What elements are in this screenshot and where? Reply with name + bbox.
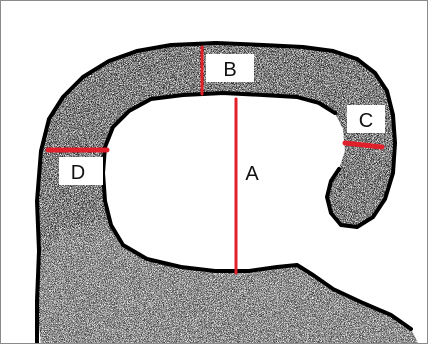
label-d: D	[71, 162, 85, 184]
tissue-lower-shade	[39, 221, 419, 344]
label-b: B	[223, 59, 236, 81]
label-a: A	[245, 163, 259, 185]
label-c: C	[359, 110, 373, 132]
